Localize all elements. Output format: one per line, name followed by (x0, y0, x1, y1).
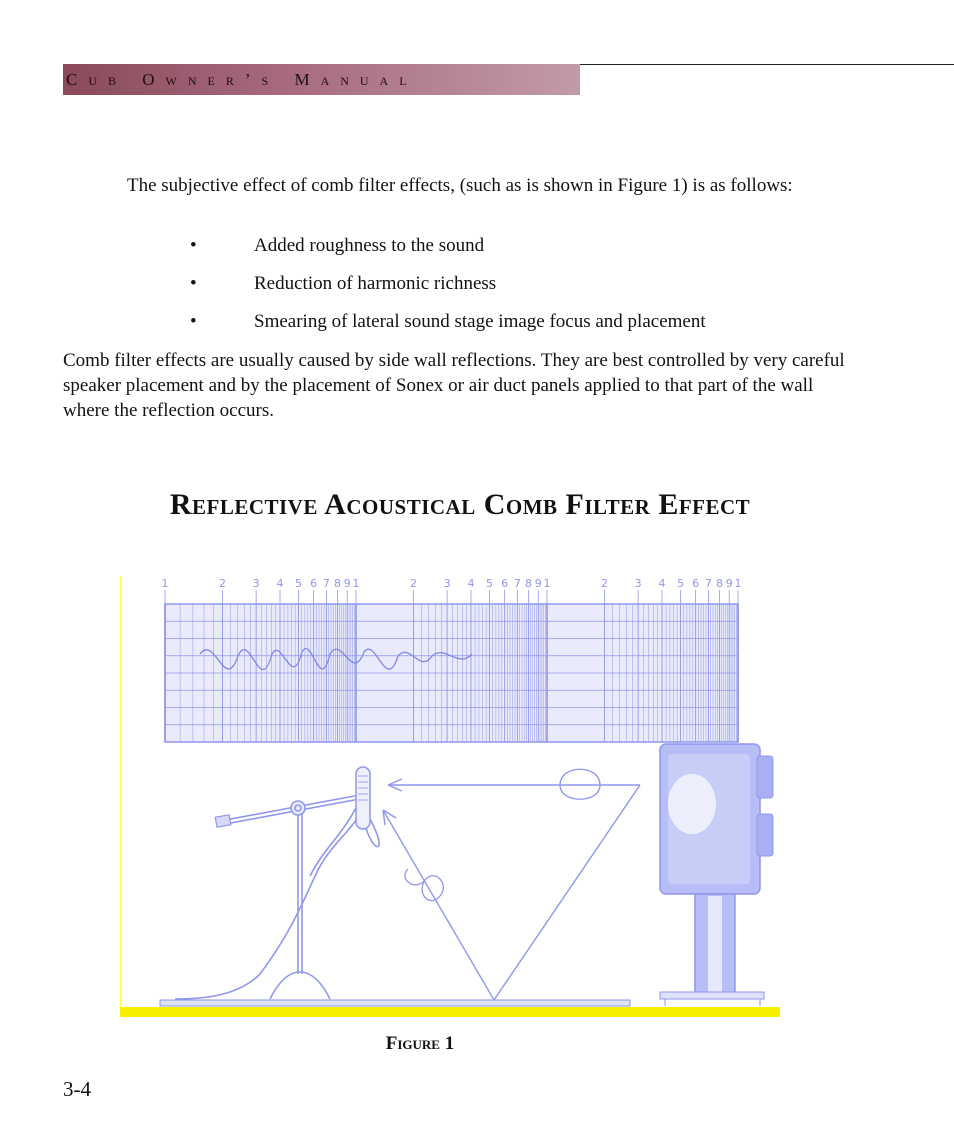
decade-label: 5 (486, 577, 493, 590)
direct-wave-icon (559, 768, 601, 800)
mic-stand-counterweight (214, 814, 232, 828)
decade-label: 4 (658, 577, 665, 590)
bullet-item: • Added roughness to the sound (63, 233, 853, 271)
decade-label: 1 (735, 577, 742, 590)
section-heading: Reflective Acoustical Comb Filter Effect (169, 488, 751, 521)
mic-stand-icon (174, 793, 380, 1000)
comb-response-curve (199, 648, 473, 671)
decade-label: 9 (535, 577, 542, 590)
decade-label: 5 (677, 577, 684, 590)
decade-label: 3 (253, 577, 260, 590)
decade-label: 4 (467, 577, 474, 590)
decade-label: 5 (295, 577, 302, 590)
bullet-item: • Smearing of lateral sound stage image … (63, 309, 853, 347)
left-wall (120, 576, 122, 1016)
decade-label: 7 (514, 577, 521, 590)
effects-bullet-list: • Added roughness to the sound • Reducti… (63, 233, 853, 347)
bullet-text: Added roughness to the sound (254, 235, 485, 256)
decade-label: 9 (726, 577, 733, 590)
decade-label: 2 (410, 577, 417, 590)
reflected-sound-path (382, 784, 641, 1002)
decade-label: 7 (705, 577, 712, 590)
bullet-icon: • (190, 273, 197, 294)
intro-paragraph: The subjective effect of comb filter eff… (127, 175, 793, 196)
yellow-floor-strip (120, 1007, 780, 1017)
decade-label: 1 (353, 577, 360, 590)
bullet-text: Reduction of harmonic richness (254, 273, 497, 294)
floor-board (159, 999, 631, 1007)
reflected-wave-icon (404, 868, 444, 902)
decade-label: 2 (219, 577, 226, 590)
body-paragraph: Comb filter effects are usually caused b… (63, 350, 845, 421)
decade-label: 8 (334, 577, 341, 590)
bullet-item: • Reduction of harmonic richness (63, 271, 853, 309)
decade-label: 3 (444, 577, 451, 590)
decade-label: 6 (501, 577, 508, 590)
speaker-icon (659, 743, 774, 1006)
running-header-title: Cub Owner’s Manual (66, 70, 418, 89)
decade-label: 1 (162, 577, 169, 590)
reflected-arrow-head-icon (382, 809, 397, 826)
decade-label: 7 (323, 577, 330, 590)
decade-label: 8 (716, 577, 723, 590)
bullet-icon: • (190, 311, 197, 332)
decade-label: 8 (525, 577, 532, 590)
page-number: 3-4 (63, 1077, 91, 1101)
direct-arrow-head-icon (387, 778, 403, 792)
header-rule (578, 64, 954, 65)
figure-caption: Figure 1 (385, 1033, 455, 1054)
decade-label: 1 (544, 577, 551, 590)
decade-label: 4 (276, 577, 283, 590)
decade-label: 2 (601, 577, 608, 590)
header-band (63, 64, 580, 95)
decade-label: 6 (310, 577, 317, 590)
bullet-text: Smearing of lateral sound stage image fo… (254, 311, 706, 332)
decade-label: 9 (344, 577, 351, 590)
decade-label: 6 (692, 577, 699, 590)
decade-label: 3 (635, 577, 642, 590)
microphone-icon (355, 766, 371, 830)
bullet-icon: • (190, 235, 197, 256)
